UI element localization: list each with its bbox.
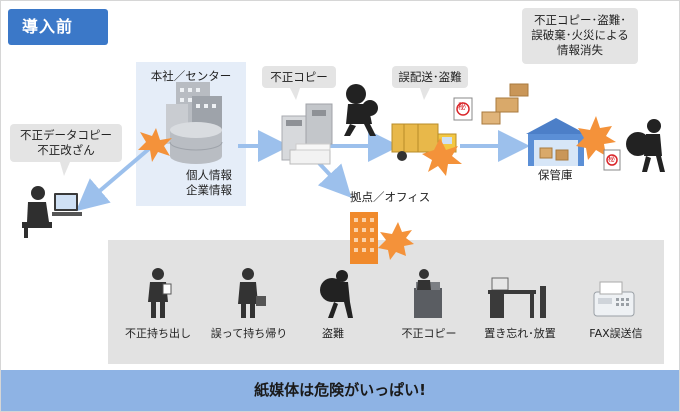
- pc-risk-bubble: 不正データコピー 不正改ざん: [10, 124, 122, 162]
- copier-risk-bubble: 不正コピー: [262, 66, 336, 88]
- warehouse-document-icon: [603, 149, 621, 171]
- confidential-mark-warehouse: 秘: [608, 155, 615, 163]
- storage-risk-line1: 不正コピー･盗難･: [534, 13, 626, 27]
- copier-icon: [281, 103, 333, 165]
- footer-banner: 紙媒体は危険がいっぱい!: [1, 370, 679, 411]
- everyday-risks-panel: [108, 240, 664, 364]
- fax-machine-icon: [593, 281, 635, 317]
- confidential-mark-truck: 秘: [458, 102, 466, 111]
- risk-label-fax-misdelivery: FAX誤送信: [589, 327, 643, 340]
- risk-label-accidental-take-home: 誤って持ち帰り: [210, 327, 288, 340]
- risk-label-unauthorized-removal: 不正持ち出し: [125, 327, 191, 340]
- hq-title: 本社／センター: [150, 69, 232, 83]
- truck-risk-burst: [422, 138, 462, 176]
- person-with-document-icon: [148, 268, 172, 318]
- hq-info-label: 個人情報 企業情報: [186, 168, 232, 198]
- hq-info-line1: 個人情報: [186, 168, 232, 182]
- database-icon: [169, 122, 223, 164]
- person-with-bag-icon: [238, 268, 266, 318]
- risk-label-left-behind: 置き忘れ･放置: [484, 327, 556, 340]
- transport-risk-bubble: 誤配送･盗難: [392, 66, 468, 88]
- thief-with-copies-icon: [344, 84, 378, 136]
- branch-office-label: 拠点／オフィス: [350, 190, 431, 204]
- flying-boxes-icon: [481, 83, 529, 125]
- desk-icon: [488, 277, 546, 318]
- warehouse-risk-burst: [576, 116, 616, 160]
- branch-risk-burst: [378, 222, 414, 260]
- hq-info-line2: 企業情報: [186, 183, 232, 197]
- flow-arrows: [75, 130, 530, 212]
- storage-risk-line3: 情報消失: [557, 43, 603, 57]
- storage-risk-bubble: 不正コピー･盗難･ 誤破棄･火災による 情報消失: [522, 8, 638, 64]
- risk-label-theft: 盗難: [322, 327, 344, 340]
- copier-to-branch-arrow: [316, 160, 352, 198]
- before-introduction-tag: 導入前: [8, 9, 108, 45]
- warehouse-label: 保管庫: [538, 168, 573, 182]
- bubble-tails: [60, 88, 430, 176]
- storage-thief-icon: [626, 119, 665, 172]
- hq-to-pc-arrow: [75, 146, 152, 212]
- copier-operator-icon: [414, 269, 442, 318]
- thief-icon: [320, 270, 353, 318]
- confidential-document-icon: [453, 97, 473, 121]
- risk-label-unauthorized-copy: 不正コピー: [401, 327, 457, 340]
- branch-office-icon: [350, 212, 378, 264]
- pc-user-icon: [22, 186, 82, 238]
- hq-risk-burst: [138, 128, 172, 162]
- storage-risk-line2: 誤破棄･火災による: [531, 28, 629, 42]
- pc-risk-line2: 不正改ざん: [37, 143, 95, 157]
- warehouse-icon: [526, 118, 586, 166]
- pc-risk-line1: 不正データコピー: [20, 128, 112, 142]
